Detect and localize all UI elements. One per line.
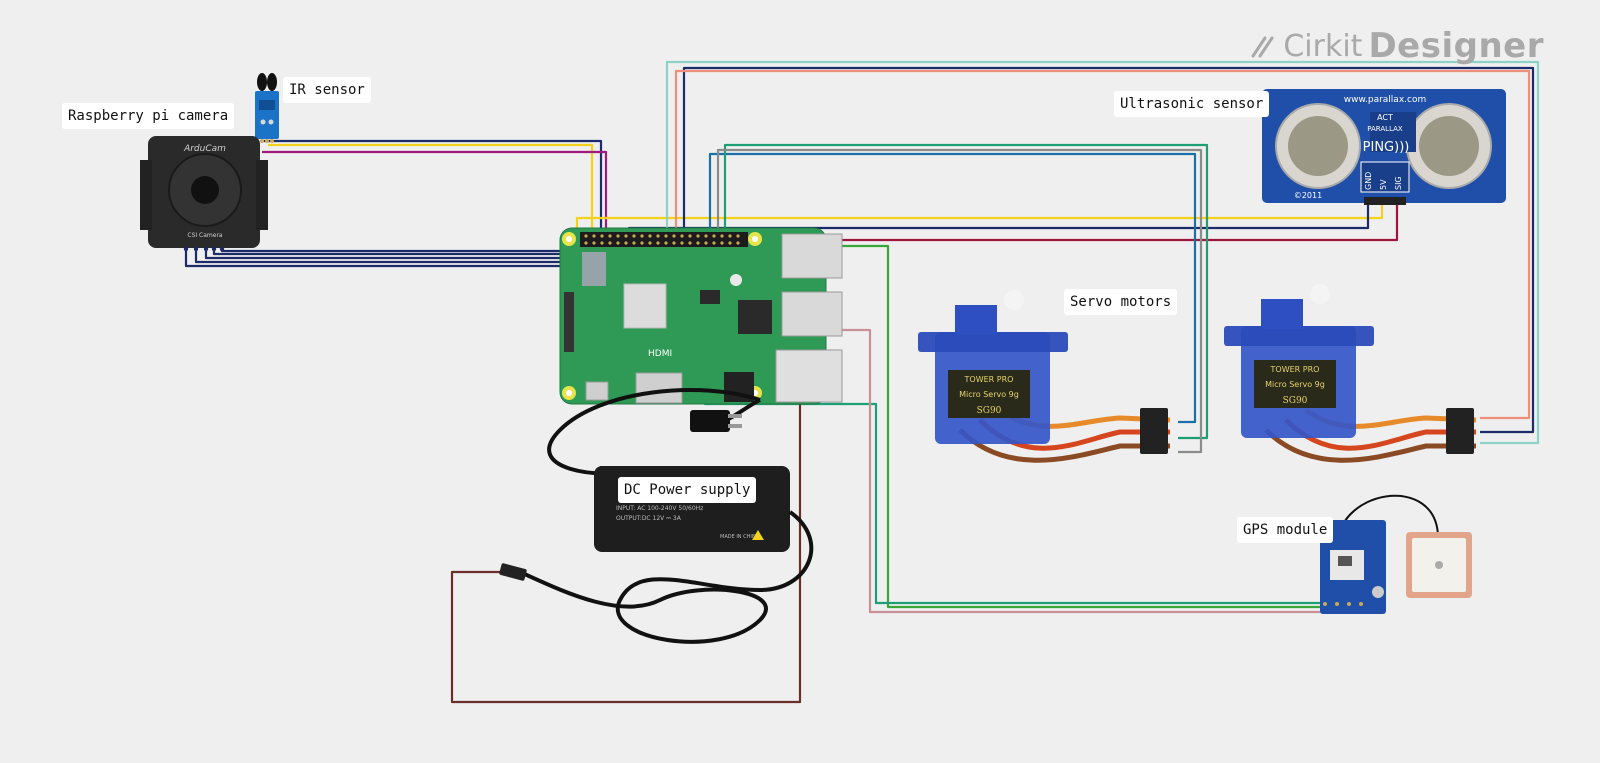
raspberry-logo-icon xyxy=(730,274,742,286)
label-ultrasonic-sensor: Ultrasonic sensor xyxy=(1114,91,1270,117)
ultrasonic-sensor[interactable]: www.parallax.com ACT PARALLAX PING))) ©2… xyxy=(1262,89,1506,205)
gpio-pins xyxy=(584,234,740,245)
wire-servo1-gnd[interactable] xyxy=(716,148,1203,454)
label-servo-motors: Servo motors xyxy=(1064,289,1178,315)
wire-us-5v[interactable] xyxy=(575,204,1384,232)
wire-servo2-sig[interactable] xyxy=(665,60,1540,445)
label-ir-sensor: IR sensor xyxy=(283,77,371,103)
label-dc-power-supply: DC Power supply xyxy=(618,477,757,503)
ultrasonic-pin-5v: 5V xyxy=(1379,179,1388,190)
wire-servo2-gnd[interactable] xyxy=(682,66,1535,434)
psu-output-text: OUTPUT:DC 12V ⎓ 3A xyxy=(616,515,682,522)
ultrasonic-model-text: PING))) xyxy=(1363,140,1410,155)
servo1-brand-text: TOWER PRO xyxy=(964,375,1014,384)
servo1-part-text: SG90 xyxy=(977,406,1002,416)
ir-sensor[interactable] xyxy=(255,73,279,143)
camera-brand-text: ArduCam xyxy=(183,144,226,154)
dc-power-supply[interactable]: INPUT: AC 100-240V 50/60Hz OUTPUT:DC 12V… xyxy=(499,388,814,644)
camera-interface-text: CSI Camera xyxy=(187,232,223,239)
ultrasonic-act-text: ACT xyxy=(1377,113,1393,122)
logo-brand: Cirkit xyxy=(1283,28,1363,64)
servo-motor-2[interactable]: TOWER PRO Micro Servo 9g SG90 xyxy=(1224,284,1477,463)
ultrasonic-brand-text: PARALLAX xyxy=(1367,125,1403,133)
wire-ir-gnd[interactable] xyxy=(264,139,603,232)
hdmi-text: HDMI xyxy=(648,349,672,359)
warning-icon xyxy=(752,530,764,540)
ultrasonic-year-text: ©2011 xyxy=(1294,191,1322,200)
logo-product: Designer xyxy=(1368,26,1544,66)
wire-ir-vcc[interactable] xyxy=(268,143,594,232)
raspberry-pi-camera[interactable]: ArduCam CSI Camera xyxy=(140,136,268,252)
cirkit-logo-icon xyxy=(1251,36,1274,58)
ultrasonic-pin-sig: SIG xyxy=(1394,176,1403,190)
wire-ir-out[interactable] xyxy=(262,150,608,232)
cirkit-designer-logo: Cirkit Designer xyxy=(1249,26,1544,66)
servo2-model-text: Micro Servo 9g xyxy=(1265,380,1325,389)
servo-motor-1[interactable]: TOWER PRO Micro Servo 9g SG90 xyxy=(918,290,1171,463)
servo1-model-text: Micro Servo 9g xyxy=(959,390,1019,399)
wire-servo1-vcc[interactable] xyxy=(723,143,1209,440)
label-raspberry-pi-camera: Raspberry pi camera xyxy=(62,103,235,129)
ultrasonic-pin-gnd: GND xyxy=(1364,172,1373,190)
wire-us-sig[interactable] xyxy=(708,204,1399,242)
wire-servo1-sig[interactable] xyxy=(708,152,1197,424)
servo2-part-text: SG90 xyxy=(1283,396,1308,406)
ultrasonic-url-text: www.parallax.com xyxy=(1344,95,1427,105)
psu-input-text: INPUT: AC 100-240V 50/60Hz xyxy=(616,505,703,512)
wire-servo2-vcc[interactable] xyxy=(674,69,1531,420)
gps-module[interactable] xyxy=(1320,494,1472,614)
raspberry-pi-board[interactable]: HDMI xyxy=(559,227,843,405)
servo2-brand-text: TOWER PRO xyxy=(1270,365,1320,374)
psu-made-text: MADE IN CHINA xyxy=(720,534,760,540)
label-gps-module: GPS module xyxy=(1237,517,1334,543)
